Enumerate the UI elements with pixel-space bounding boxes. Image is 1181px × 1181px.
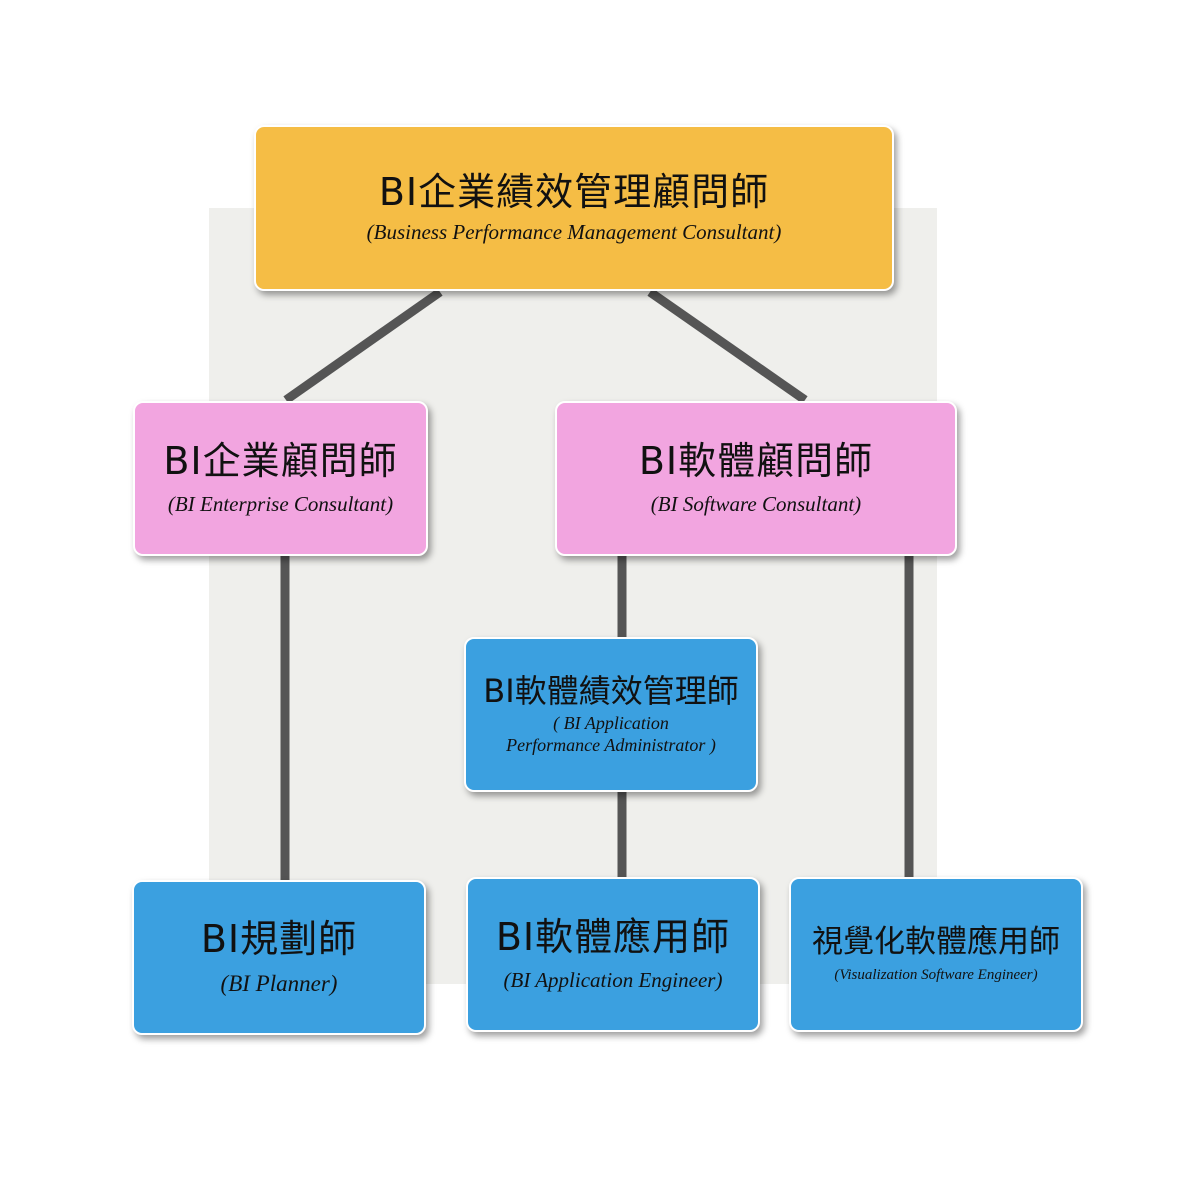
connector-top-to-enterprise [283,288,443,404]
connector-top-to-software [647,288,808,404]
node-visualization-software-engineer: 視覺化軟體應用師 (Visualization Software Enginee… [789,877,1083,1032]
node-subtitle: (BI Enterprise Consultant) [167,491,394,516]
node-enterprise-consultant: BI企業顧問師 (BI Enterprise Consultant) [133,401,428,556]
node-bi-planner: BI規劃師 (BI Planner) [132,880,426,1035]
node-subtitle: (Visualization Software Engineer) [834,967,1038,984]
node-subtitle: (BI Software Consultant) [650,491,862,516]
node-title: BI軟體應用師 [495,915,731,960]
node-title: BI企業績效管理顧問師 [378,169,770,214]
node-subtitle: (BI Application Engineer) [503,967,723,992]
node-subtitle: (Business Performance Management Consult… [366,220,782,245]
node-software-consultant: BI軟體顧問師 (BI Software Consultant) [555,401,957,556]
node-subtitle: (BI Planner) [220,970,338,996]
node-title: BI規劃師 [200,916,358,961]
node-application-engineer: BI軟體應用師 (BI Application Engineer) [466,877,760,1032]
node-subtitle-line1: ( BI Application [553,713,669,734]
node-application-performance-administrator: BI軟體績效管理師 ( BI Application Performance A… [464,637,758,792]
node-title: 視覺化軟體應用師 [812,923,1060,960]
node-title: BI企業顧問師 [163,439,398,484]
node-subtitle-line2: Performance Administrator ) [506,734,716,755]
diagram-backdrop [209,208,937,984]
node-title: BI軟體績效管理師 [483,671,739,710]
node-title: BI軟體顧問師 [638,439,874,484]
node-bpm-consultant: BI企業績效管理顧問師 (Business Performance Manage… [254,125,894,291]
